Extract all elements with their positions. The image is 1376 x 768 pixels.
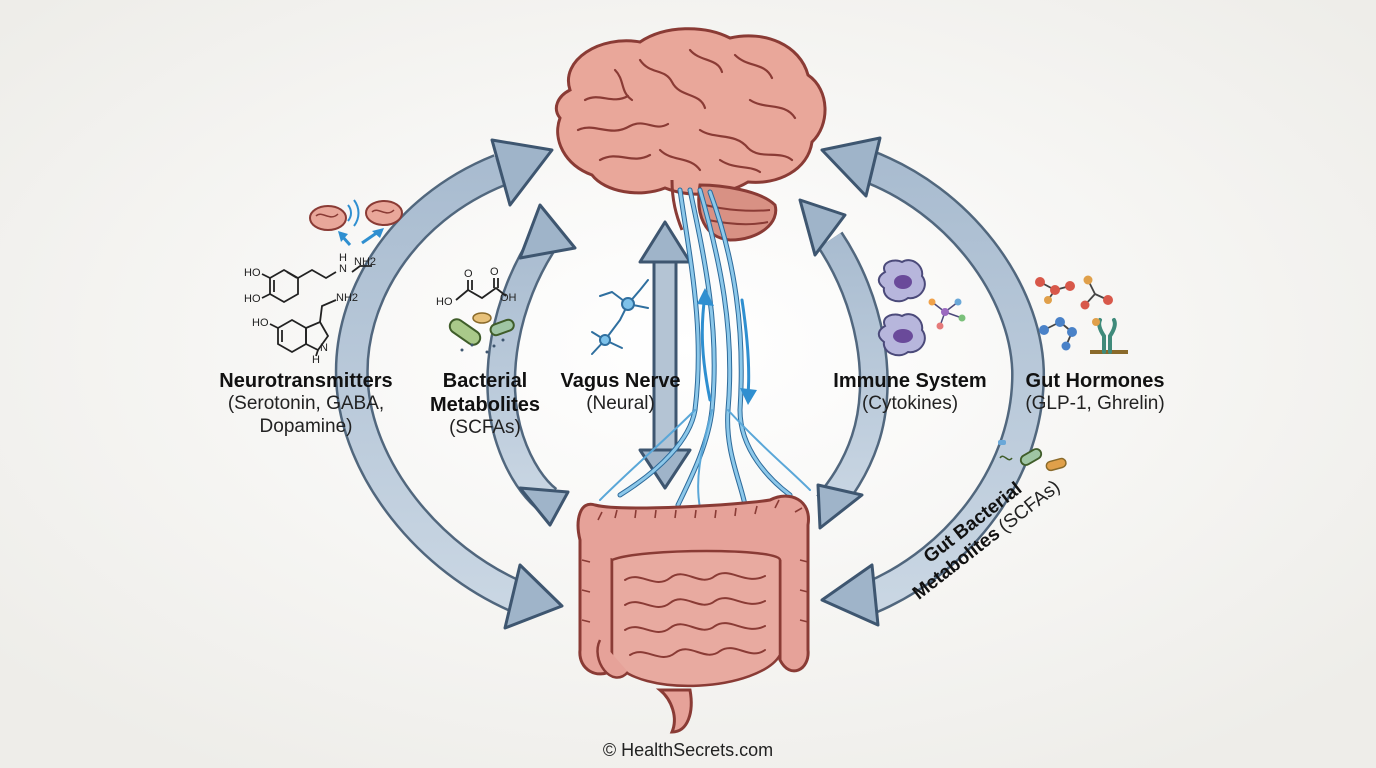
scfa-oh: OH (500, 292, 517, 304)
gut-bacteria-icon (998, 440, 1067, 472)
dopamine-ho-2: HO (244, 293, 261, 305)
dopamine-ho-1: HO (244, 267, 261, 279)
label-vagus-nerve-title: Vagus Nerve (560, 370, 681, 392)
brain-signal-icon (309, 199, 403, 246)
serotonin-ho: HO (252, 317, 269, 329)
scfa-ho: HO (436, 296, 453, 308)
copyright-credit: © HealthSecrets.com (602, 740, 774, 760)
arrow-vagus-bidirectional (638, 220, 692, 490)
serotonin-nh2: NH2 (336, 292, 359, 304)
dopamine-nh2: NH2 (354, 256, 377, 268)
label-immune-system-title: Immune System (833, 370, 987, 392)
label-bacterial-metabolites: Bacterial Metabolites (SCFAs) (420, 369, 550, 440)
dopamine-h: H (339, 252, 347, 264)
intestine-illustration (576, 494, 810, 734)
vagus-nerve-fibers (599, 187, 811, 509)
hormone-molecule-icon (1035, 275, 1113, 351)
label-neurotransmitters-title: Neurotransmitters (219, 370, 393, 392)
cytokine-icon (928, 298, 966, 330)
immune-cell-icon (877, 259, 926, 357)
dopamine-n: N (339, 263, 347, 275)
label-immune-system-detail: (Cytokines) (861, 393, 959, 414)
scfa-molecule (455, 278, 507, 301)
label-neurotransmitters-detail-1: (Serotonin, GABA, (227, 393, 385, 414)
scfa-o-1: O (464, 268, 473, 280)
label-bacterial-metabolites-title-1: Bacterial (442, 370, 528, 392)
label-gut-hormones-title: Gut Hormones (1025, 370, 1165, 392)
serotonin-molecule (269, 299, 337, 357)
label-neurotransmitters: Neurotransmitters (Serotonin, GABA, Dopa… (196, 369, 416, 439)
scfa-o-2: O (490, 266, 499, 278)
arrow-inner-left (486, 203, 577, 527)
label-vagus-nerve-detail: (Neural) (586, 393, 655, 414)
arrow-inner-right (798, 198, 889, 530)
brain-illustration (554, 27, 827, 242)
label-bacterial-metabolites-title-2: Metabolites (429, 394, 541, 416)
dopamine-molecule (261, 265, 372, 304)
arrow-outer-left (334, 138, 564, 630)
label-neurotransmitters-detail-2: Dopamine) (259, 415, 353, 437)
arrow-outer-right (820, 136, 1046, 627)
label-gut-hormones-detail: (GLP-1, Ghrelin) (1025, 393, 1165, 414)
bacteria-icon (448, 312, 515, 354)
receptor-icon (1090, 318, 1128, 354)
label-gut-hormones: Gut Hormones (GLP-1, Ghrelin) (1005, 369, 1185, 416)
neuron-icon (591, 279, 649, 355)
serotonin-n: N (320, 342, 328, 354)
label-bacterial-metabolites-detail: (SCFAs) (449, 417, 521, 438)
serotonin-h: H (312, 354, 320, 366)
label-immune-system: Immune System (Cytokines) (815, 369, 1005, 416)
label-vagus-nerve: Vagus Nerve (Neural) (548, 369, 693, 416)
